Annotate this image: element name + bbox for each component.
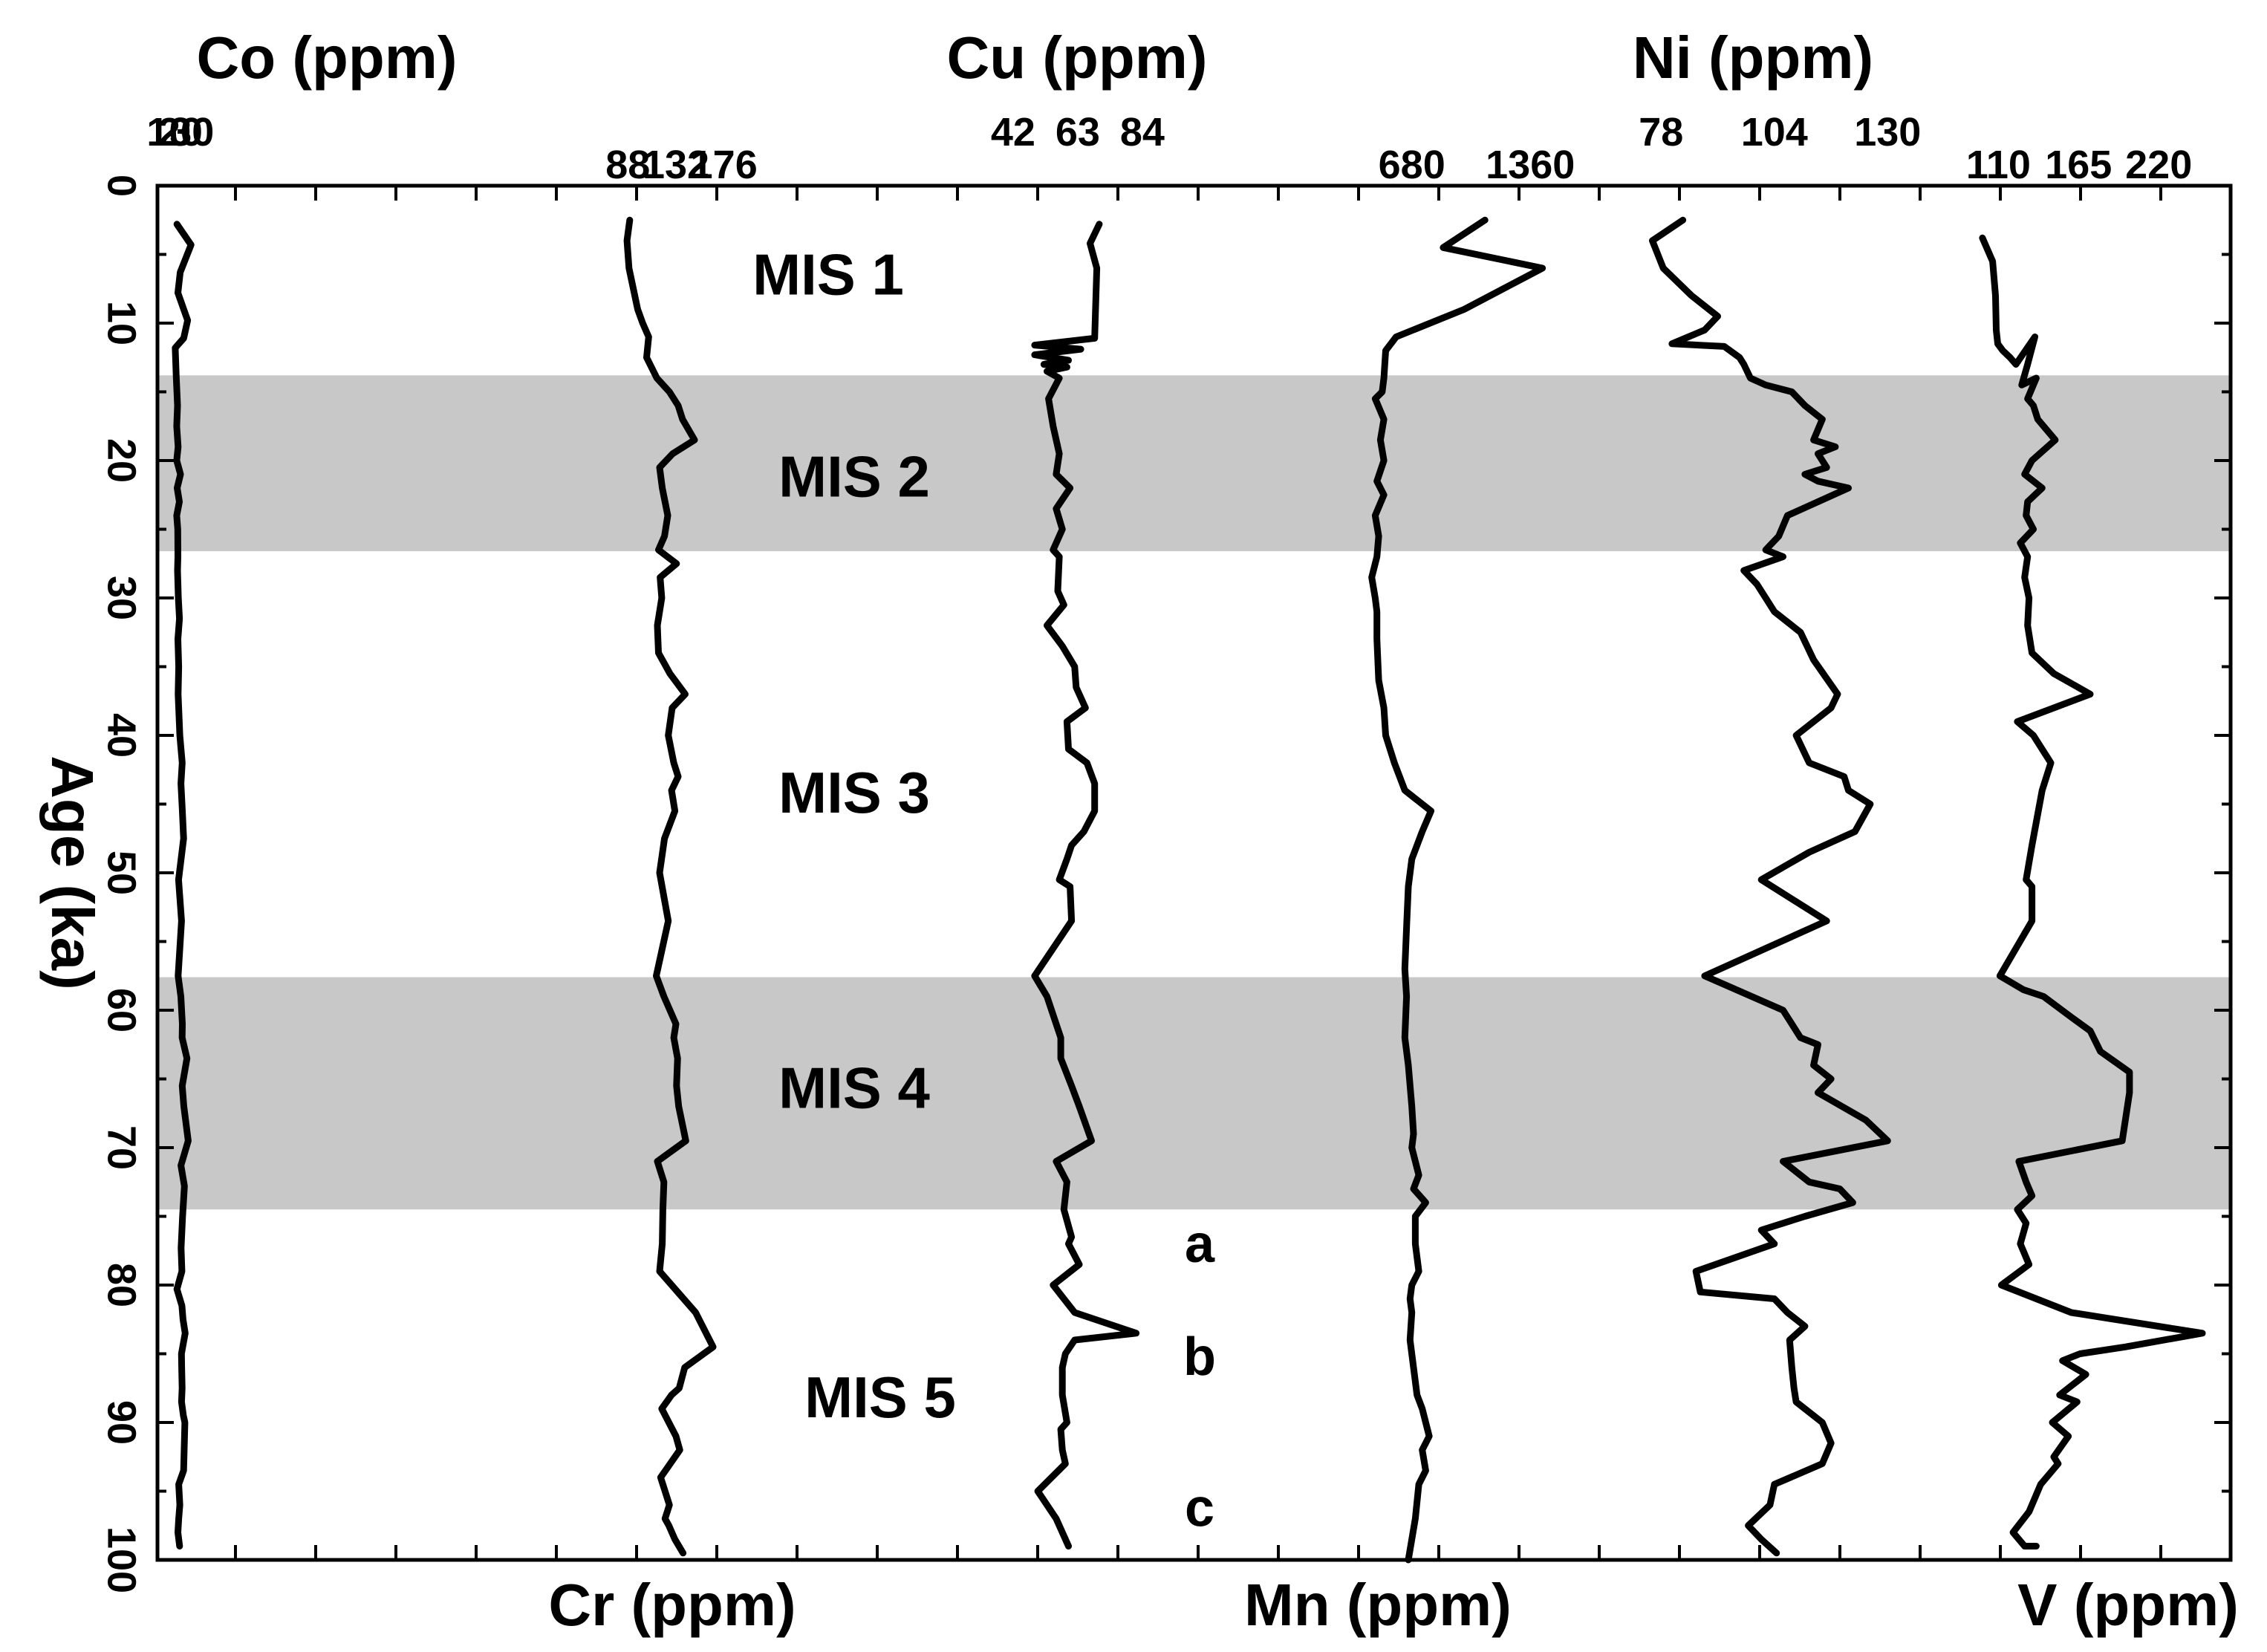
v-tick-label-220: 220: [2125, 143, 2192, 187]
mis-label-5: MIS 5: [804, 1365, 956, 1430]
substage-label-b: b: [1183, 1327, 1216, 1387]
co-tick-label-30: 30: [169, 110, 214, 155]
y-tick-label-50: 50: [100, 851, 144, 895]
cu-tick-label-42: 42: [991, 110, 1035, 155]
y-tick-label-20: 20: [100, 438, 144, 483]
mn-line: [1368, 216, 1546, 1564]
cr-line: [623, 216, 717, 1557]
ni-tick-label-130: 130: [1854, 110, 1921, 155]
mn-axis-title: Mn (ppm): [1244, 1572, 1512, 1638]
v-line: [1979, 234, 2206, 1549]
co-tick-label-10: 10: [146, 110, 191, 155]
cr-tick-label-132: 132: [643, 143, 709, 187]
ni-line: [1649, 216, 1891, 1557]
cr-tick-label-176: 176: [691, 143, 758, 187]
mis-label-1: MIS 1: [752, 241, 904, 307]
mis-label-4: MIS 4: [778, 1056, 930, 1121]
y-tick-label-10: 10: [100, 301, 144, 345]
cu-axis-title: Cu (ppm): [946, 25, 1207, 91]
v-axis-title: V (ppm): [2017, 1572, 2239, 1638]
mn-tick-label-680: 680: [1379, 143, 1445, 187]
co-tick-label-20: 20: [158, 110, 203, 155]
cu-line: [1031, 221, 1140, 1549]
y-tick-label-60: 60: [100, 988, 144, 1032]
substage-label-c: c: [1185, 1478, 1214, 1538]
y-tick-label-30: 30: [100, 576, 144, 620]
ni-axis-title: Ni (ppm): [1633, 25, 1873, 91]
shaded-band-2: [157, 977, 2231, 1210]
cu-tick-label-63: 63: [1056, 110, 1100, 155]
ni-tick-label-78: 78: [1639, 110, 1683, 155]
co-axis-title: Co (ppm): [196, 25, 457, 91]
cr-tick-label-88: 88: [605, 143, 650, 187]
v-tick-label-165: 165: [2045, 143, 2112, 187]
mis-label-2: MIS 2: [778, 443, 930, 509]
cu-tick-label-84: 84: [1120, 110, 1165, 155]
y-tick-label-0: 0: [100, 175, 144, 197]
mn-tick-label-1360: 1360: [1486, 143, 1575, 187]
mis-label-3: MIS 3: [778, 760, 930, 825]
shaded-bands: [157, 375, 2231, 1210]
v-tick-label-110: 110: [1966, 143, 2031, 187]
series-lines: [172, 216, 2206, 1564]
y-tick-label-70: 70: [100, 1125, 144, 1170]
shaded-band-1: [157, 375, 2231, 552]
axis-ticks: [157, 184, 2231, 1561]
y-tick-label-80: 80: [100, 1263, 144, 1307]
cr-axis-title: Cr (ppm): [548, 1572, 796, 1638]
y-tick-label-40: 40: [100, 713, 144, 758]
y-tick-label-100: 100: [100, 1526, 144, 1593]
plot-frame: [155, 183, 2233, 1562]
y-axis-title: Age (ka): [39, 755, 105, 990]
y-tick-label-90: 90: [100, 1400, 144, 1445]
co-line: [172, 221, 195, 1549]
ni-tick-label-104: 104: [1741, 110, 1808, 155]
substage-label-a: a: [1185, 1214, 1215, 1274]
